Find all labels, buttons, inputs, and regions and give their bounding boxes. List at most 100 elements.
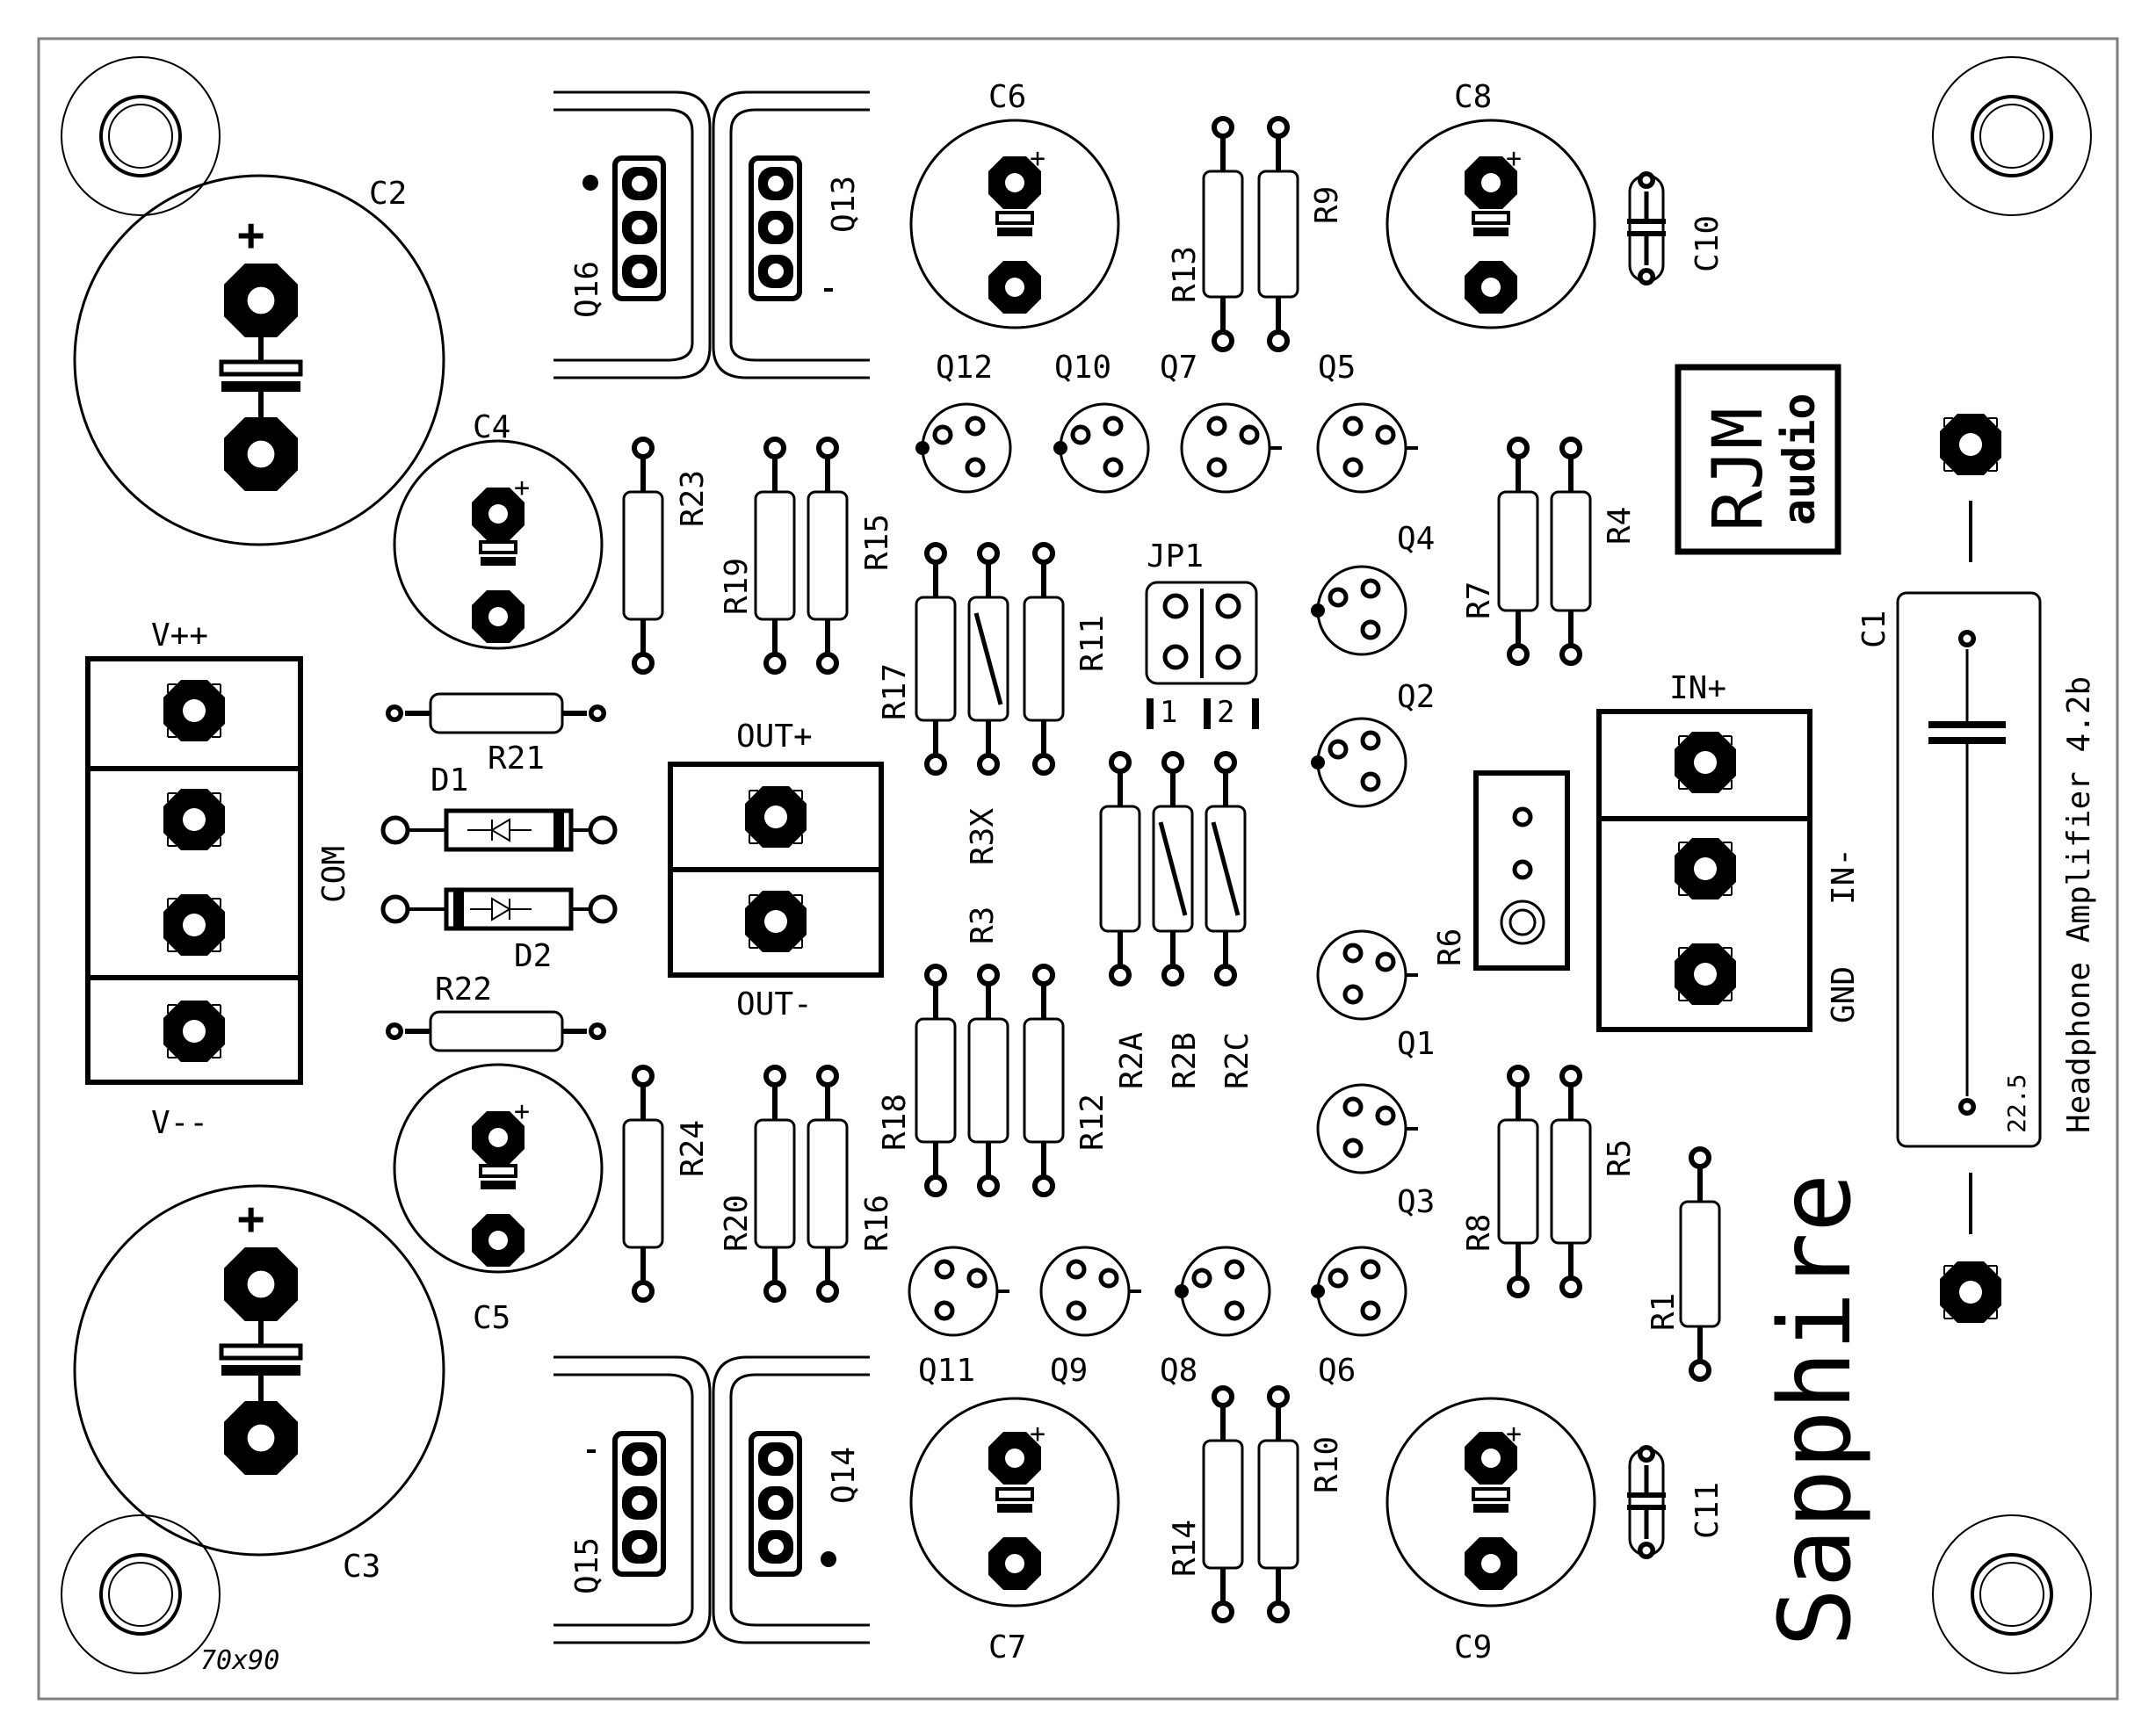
capacitor-c9: + (1385, 1397, 1596, 1608)
label-com: COM (316, 846, 352, 903)
label-q14: Q14 (826, 1447, 862, 1504)
label-r1: R1 (1646, 1293, 1682, 1331)
resistor-r17: R17 (877, 542, 957, 776)
transistor-q8: Q8 (1160, 1246, 1271, 1389)
label-in-plus: IN+ (1669, 670, 1726, 706)
label-r2b: R2B (1167, 1032, 1203, 1089)
capacitor-c7: + (909, 1397, 1120, 1608)
resistor-r18: R18 (877, 964, 957, 1197)
transistor-q4: Q4 (1311, 521, 1435, 656)
product-title: Headphone Amplifier 4.2b (2061, 676, 2097, 1133)
resistor-r9: R9 (1257, 116, 1345, 352)
label-q2: Q2 (1397, 679, 1435, 715)
label-q6: Q6 (1318, 1353, 1356, 1389)
resistor-r20: R20 (719, 1065, 796, 1303)
label-q5: Q5 (1318, 350, 1356, 386)
capacitor-c1 (1896, 591, 2042, 1148)
transistor-q3: Q3 (1316, 1083, 1435, 1220)
label-q15: Q15 (569, 1537, 605, 1594)
diode-d2 (380, 887, 618, 931)
transistor-q11: Q11 (908, 1246, 1009, 1389)
svg-text:+: + (237, 1193, 264, 1246)
label-q3: Q3 (1397, 1184, 1435, 1220)
resistor-r16: R16 (807, 1065, 895, 1303)
label-c1-pitch: 22.5 (2002, 1074, 2031, 1133)
svg-text:+: + (237, 209, 264, 262)
label-r12: R12 (1074, 1094, 1111, 1151)
label-out-minus: OUT- (736, 986, 813, 1022)
transistor-q12: Q12 (915, 350, 1012, 494)
label-r13: R13 (1167, 246, 1203, 303)
label-r16: R16 (859, 1195, 895, 1252)
transistor-q13 (749, 155, 833, 301)
label-d1: D1 (430, 762, 468, 798)
transistor-q10: Q10 (1053, 350, 1150, 494)
label-q4: Q4 (1397, 521, 1435, 557)
resistor-r2a: R2A (1099, 751, 1150, 1089)
capacitor-c6: + (909, 119, 1120, 329)
board-outline (37, 37, 2119, 1701)
label-r11: R11 (1074, 615, 1111, 672)
label-r10: R10 (1309, 1436, 1345, 1493)
label-c3: C3 (343, 1549, 380, 1585)
label-q1: Q1 (1397, 1026, 1435, 1062)
label-in-minus: IN- (1826, 848, 1862, 905)
label-r7: R7 (1461, 582, 1497, 619)
label-r3x: R3X (965, 808, 1001, 865)
resistor-r19: R19 (719, 437, 796, 675)
label-r19: R19 (719, 558, 755, 615)
label-out-plus: OUT+ (736, 719, 813, 755)
power-terminal-block (85, 656, 303, 1085)
resistor-r13: R13 (1167, 116, 1244, 352)
label-jp1: JP1 (1147, 538, 1204, 574)
resistor-r21 (386, 692, 606, 734)
resistor-r15: R15 (807, 437, 895, 675)
label-q12: Q12 (936, 350, 993, 386)
label-vmm: V-- (151, 1105, 208, 1141)
resistor-r24: R24 (622, 1065, 711, 1303)
svg-text:+: + (1030, 143, 1045, 174)
svg-text:+: + (1506, 1419, 1522, 1449)
label-q9: Q9 (1050, 1353, 1088, 1389)
svg-text:RJM: RJM (1699, 408, 1778, 531)
label-c7: C7 (988, 1629, 1026, 1665)
label-r5: R5 (1602, 1139, 1638, 1177)
label-r17: R17 (877, 663, 913, 720)
label-q13: Q13 (826, 176, 862, 233)
svg-text:+: + (514, 473, 530, 503)
label-jp1-pos1: 1 (1160, 695, 1177, 730)
resistor-r3x: R3X (965, 542, 1009, 865)
transistor-q6: Q6 (1311, 1246, 1407, 1389)
svg-text:+: + (1030, 1419, 1045, 1449)
resistor-r3: R3 (965, 907, 1009, 1197)
product-name: Sapphire (1759, 1174, 1873, 1647)
capacitor-c4: + (393, 439, 604, 650)
rjm-audio-logo: RJM audio (1675, 364, 1841, 555)
resistor-r11: R11 (1023, 542, 1111, 776)
input-terminal-block (1596, 709, 1812, 1032)
resistor-r23: R23 (622, 437, 711, 675)
resistor-r8: R8 (1461, 1065, 1539, 1298)
label-r22: R22 (435, 972, 492, 1008)
svg-text:audio: audio (1774, 393, 1825, 525)
svg-text:+: + (514, 1096, 530, 1127)
transistor-q7: Q7 (1160, 350, 1282, 494)
transistor-q1: Q1 (1316, 929, 1435, 1062)
resistor-r14: R14 (1167, 1385, 1244, 1623)
capacitor-c2: + (73, 174, 445, 546)
label-r8: R8 (1461, 1214, 1497, 1252)
label-q8: Q8 (1160, 1353, 1197, 1389)
label-q11: Q11 (918, 1353, 975, 1389)
label-c4: C4 (473, 409, 510, 445)
label-r9: R9 (1309, 186, 1345, 224)
transistor-q2: Q2 (1311, 679, 1435, 808)
resistor-r5: R5 (1550, 1065, 1638, 1298)
label-r20: R20 (719, 1195, 755, 1252)
capacitor-c3: + (73, 1184, 445, 1557)
heatsink-bottom (553, 1355, 870, 1644)
resistor-r2c: R2C (1205, 751, 1255, 1089)
capacitor-c10 (1627, 171, 1666, 285)
